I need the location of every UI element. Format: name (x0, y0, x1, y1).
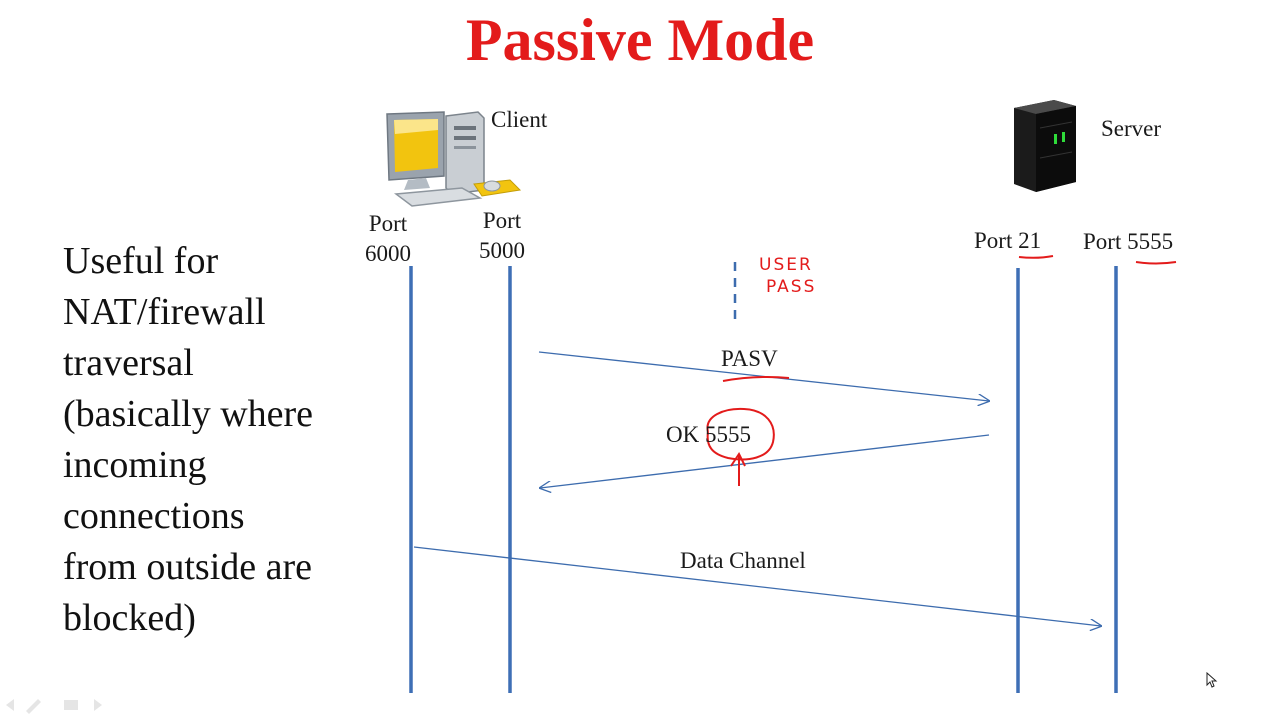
side-note-text: Useful for NAT/firewall traversal (basic… (63, 240, 314, 639)
port-word: Port (368, 211, 408, 236)
server-port-21-label: Port 21 (974, 228, 1042, 253)
ink-underline-port-5555 (1135, 261, 1177, 265)
ink-arrow-up (730, 452, 746, 486)
server-tower-icon (1014, 100, 1076, 192)
client-label: Client (491, 107, 548, 132)
port-number: 6000 (365, 240, 411, 266)
ink-underline-port-21 (1018, 255, 1054, 259)
ink-note-user: USER (759, 255, 813, 275)
ink-circle-5555 (706, 407, 775, 461)
data-channel-arrow (413, 546, 1101, 626)
ok-message-label: OK 5555 (666, 422, 751, 447)
data-channel-label: Data Channel (680, 548, 806, 573)
mouse-cursor-icon (1206, 672, 1218, 688)
server-port-5555-label: Port 5555 (1083, 229, 1174, 254)
client-port-5000-label: Port 5000 (466, 206, 538, 266)
prev-slide-icon[interactable] (6, 699, 14, 711)
pasv-message-label: PASV (721, 346, 778, 371)
server-label: Server (1101, 116, 1162, 141)
ink-note-pass: PASS (766, 277, 816, 297)
presentation-toolbar[interactable] (4, 696, 114, 714)
port-number: 5000 (479, 237, 525, 263)
port-word: Port (482, 208, 522, 233)
next-slide-icon[interactable] (94, 699, 102, 711)
slide-title: Passive Mode (465, 7, 815, 73)
ink-underline-pasv (722, 376, 790, 382)
ok-arrow (540, 434, 990, 488)
pen-icon[interactable] (26, 699, 41, 714)
desktop-computer-icon (386, 111, 522, 207)
client-port-6000-label: Port 6000 (352, 209, 424, 269)
menu-icon[interactable] (64, 700, 78, 710)
